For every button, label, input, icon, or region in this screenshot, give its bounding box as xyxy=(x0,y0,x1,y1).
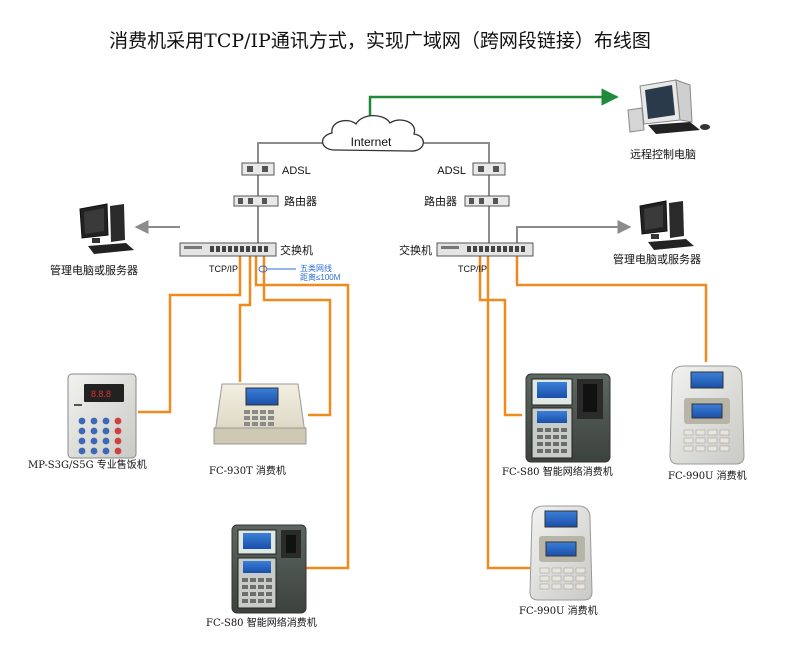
left-router-label: 路由器 xyxy=(284,194,317,208)
right-adsl-label: ADSL xyxy=(437,165,466,177)
fc-930t-device xyxy=(213,383,307,445)
left-tcpip-label: TCP/IP xyxy=(209,264,238,274)
left-server-computer-icon xyxy=(79,203,134,254)
fc-930t-label: FC-930T 消费机 xyxy=(209,464,286,477)
left-server-label: 管理电脑或服务器 xyxy=(50,263,138,277)
cable-note-line1: 五类网线 xyxy=(300,263,332,273)
right-switch-label: 交换机 xyxy=(399,243,432,257)
fc-s80-left-label: FC-S80 智能网络消费机 xyxy=(206,616,317,629)
diagram-title: 消费机采用TCP/IP通讯方式，实现广域网（跨网段链接）布线图 xyxy=(109,30,651,52)
left-switch xyxy=(179,242,277,257)
right-router-label: 路由器 xyxy=(424,194,457,208)
remote-pc-label: 远程控制电脑 xyxy=(630,147,696,161)
fc-990u-bottom-device xyxy=(529,505,593,601)
right-server-label: 管理电脑或服务器 xyxy=(613,252,701,266)
network-links xyxy=(134,142,632,243)
fc-990u-right-label: FC-990U 消费机 xyxy=(668,469,747,482)
left-adsl-label: ADSL xyxy=(282,165,311,177)
mp-s3g-label: MP-S3G/S5G 专业售饭机 xyxy=(28,458,147,471)
internet-label: Internet xyxy=(351,135,392,149)
fc-990u-bottom-label: FC-990U 消费机 xyxy=(519,604,598,617)
fc-s80-right-label: FC-S80 智能网络消费机 xyxy=(502,465,613,478)
right-server-computer-icon xyxy=(639,200,694,250)
left-adsl-modem xyxy=(241,162,275,176)
right-adsl-modem xyxy=(472,162,506,176)
cable-note-line2: 距离≤100M xyxy=(300,272,341,282)
network-cables xyxy=(138,256,708,570)
right-tcpip-label: TCP/IP xyxy=(458,264,487,274)
mp-s3g-device: 8.8.8 xyxy=(67,373,137,459)
left-switch-label: 交换机 xyxy=(280,243,313,257)
svg-text:8.8.8: 8.8.8 xyxy=(91,389,111,399)
fc-s80-right-device xyxy=(525,373,611,463)
fc-s80-left-device xyxy=(231,524,307,614)
right-router xyxy=(464,195,510,207)
left-router xyxy=(233,195,279,207)
right-switch xyxy=(436,242,534,257)
fc-990u-right-device xyxy=(669,365,745,465)
remote-computer-icon xyxy=(627,79,710,134)
internet-cloud: Internet xyxy=(321,114,424,152)
